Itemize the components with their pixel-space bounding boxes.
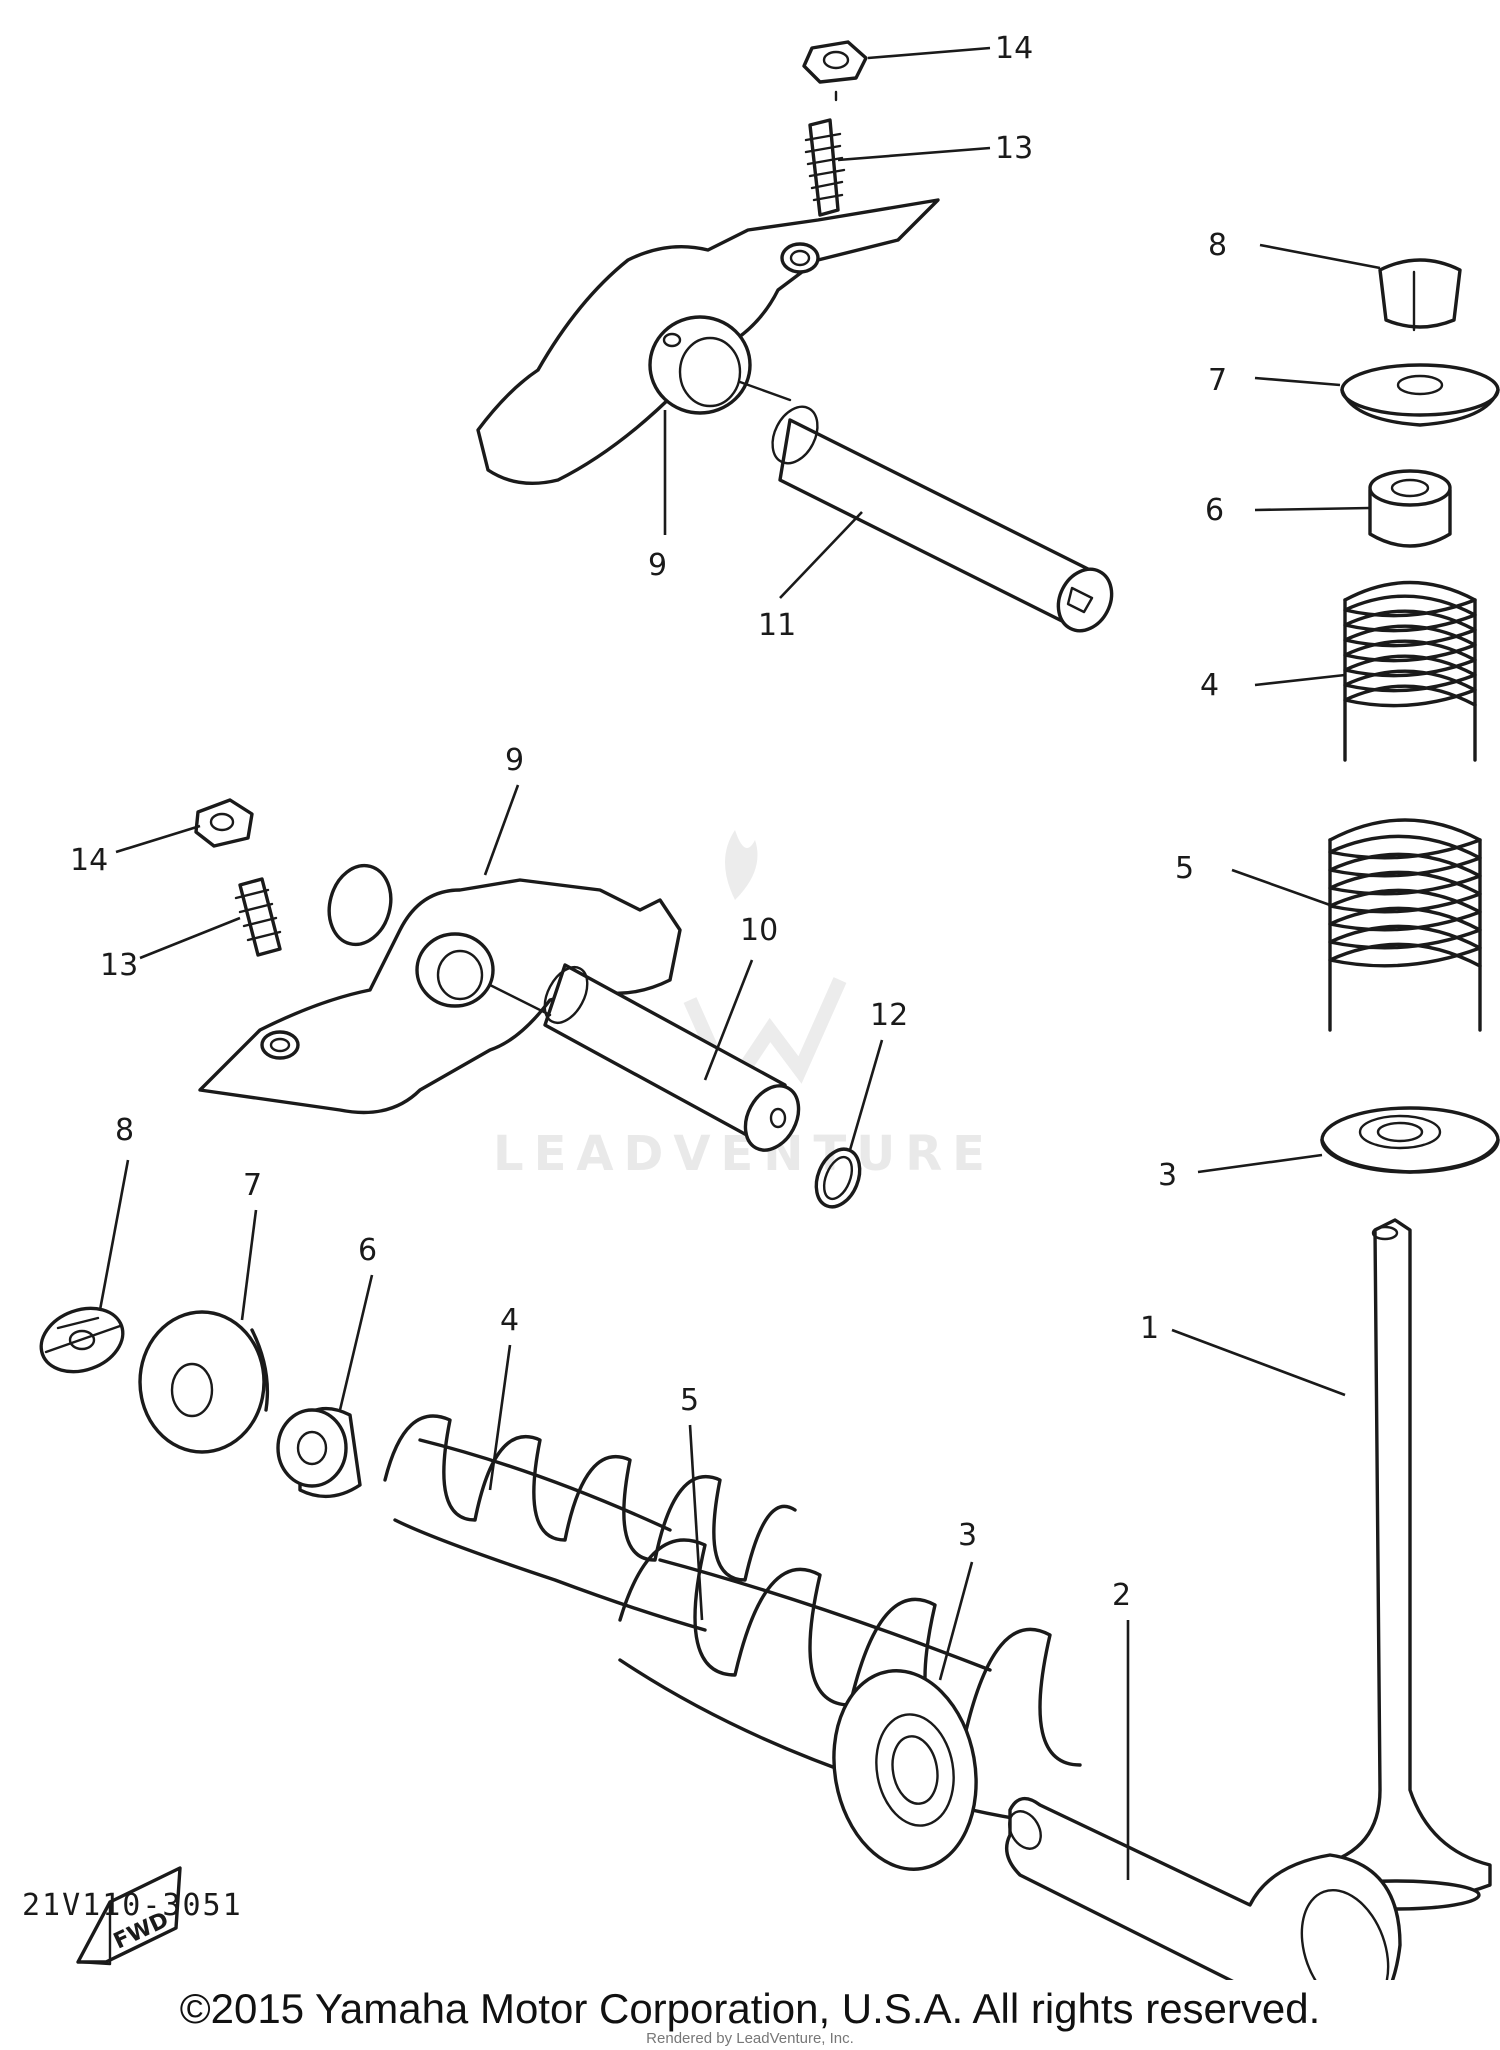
- callout-11: 11: [758, 608, 796, 643]
- valve-stem-seal-left: [276, 1406, 362, 1499]
- callout-7-left: 7: [243, 1168, 262, 1203]
- leadventure-watermark: LEADVENTURE: [493, 830, 995, 1182]
- leader-lines: [98, 46, 1381, 1880]
- callout-7-right: 7: [1208, 363, 1227, 398]
- adjusting-screw-left: [234, 877, 282, 957]
- inner-spring-right: [1343, 580, 1477, 762]
- callout-3-right: 3: [1158, 1158, 1177, 1193]
- callout-4-right: 4: [1200, 668, 1219, 703]
- valve-parts-diagram: LEADVENTURE: [22, 31, 1500, 1980]
- adjusting-screw-top: [804, 118, 846, 217]
- fwd-arrow-icon: FWD: [76, 1866, 182, 1966]
- rocker-shaft-top: [771, 405, 1114, 633]
- callout-5-bottom: 5: [680, 1383, 699, 1418]
- callout-6-left: 6: [358, 1233, 377, 1268]
- nut-top: [802, 40, 868, 102]
- valve-retainer-right: [1340, 363, 1500, 427]
- valve-cotter-left: [39, 1306, 125, 1374]
- rocker-arm-top: [476, 198, 940, 486]
- inner-spring-left: [383, 1414, 797, 1632]
- callout-13-left: 13: [100, 948, 138, 983]
- outer-spring-right: [1328, 818, 1482, 1032]
- valve-left: [1005, 1796, 1402, 1980]
- callout-12: 12: [870, 998, 908, 1033]
- o-ring: [814, 1147, 862, 1209]
- callout-10: 10: [740, 913, 778, 948]
- rocker-arm-left: [198, 863, 682, 1115]
- diagram-code: 21V110-3051: [22, 1888, 243, 1923]
- spring-seat-left: [832, 1669, 978, 1871]
- callout-2: 2: [1112, 1578, 1131, 1613]
- callout-1: 1: [1140, 1311, 1159, 1346]
- callout-8-right: 8: [1208, 228, 1227, 263]
- valve-right: [1309, 1218, 1492, 1911]
- nut-left: [194, 798, 254, 848]
- copyright-notice: ©2015 Yamaha Motor Corporation, U.S.A. A…: [179, 1985, 1321, 2032]
- spring-seat-right: [1320, 1106, 1500, 1174]
- valve-stem-seal-right: [1368, 469, 1452, 548]
- callout-6-right: 6: [1205, 493, 1224, 528]
- callout-9-top: 9: [648, 548, 667, 583]
- rendered-by-note: Rendered by LeadVenture, Inc.: [646, 2030, 854, 2047]
- callout-14-left: 14: [70, 843, 108, 878]
- valve-cotter-right: [1378, 258, 1462, 332]
- callout-9-mid: 9: [505, 743, 524, 778]
- valve-retainer-left: [138, 1310, 270, 1454]
- callout-8-left: 8: [115, 1113, 134, 1148]
- rocker-shaft-left: [488, 963, 801, 1152]
- callout-5-right: 5: [1175, 851, 1194, 886]
- callout-14-top: 14: [995, 31, 1033, 66]
- callouts: 14 13 9 11 8 7 6 4 5 3 1 9 14 13 10 12 8…: [70, 31, 1227, 1613]
- callout-4-bottom: 4: [500, 1303, 519, 1338]
- watermark-text: LEADVENTURE: [493, 1126, 995, 1182]
- callout-3-bottom: 3: [958, 1518, 977, 1553]
- callout-13-top: 13: [995, 131, 1033, 166]
